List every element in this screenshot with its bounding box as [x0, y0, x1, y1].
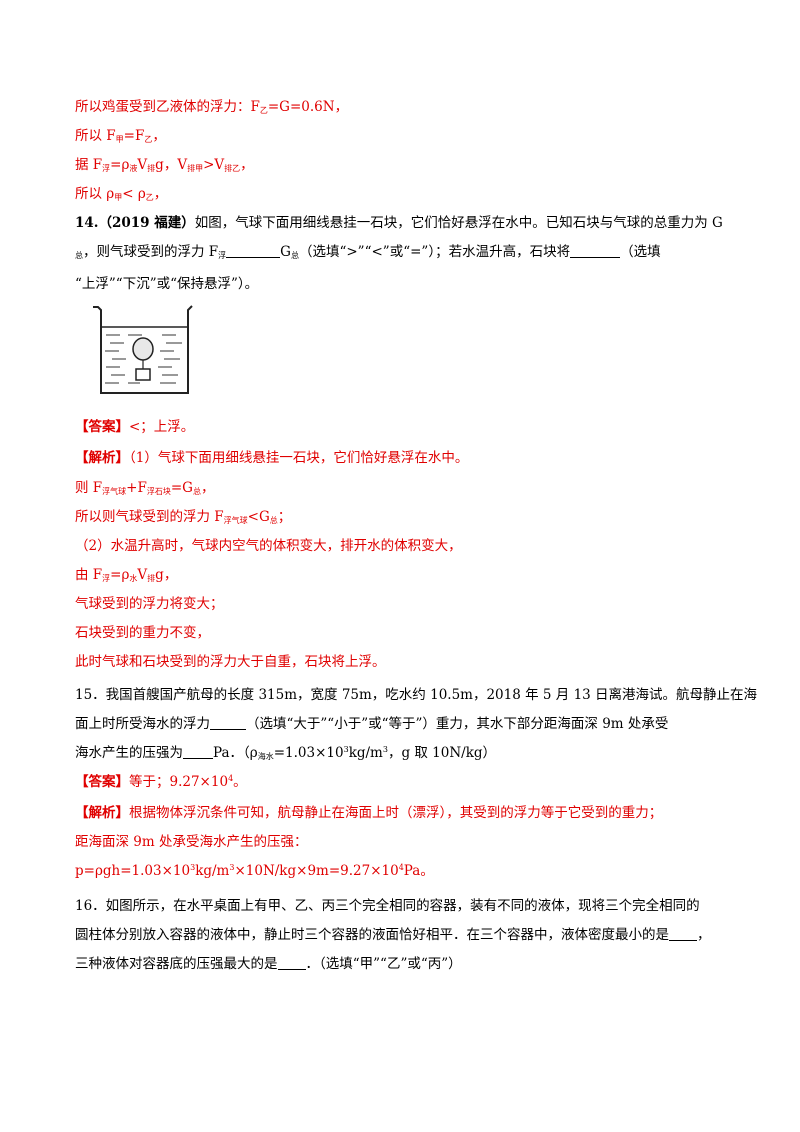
- q14-answer: 【答案】<；上浮。: [75, 419, 195, 435]
- q14-analysis-7: 石块受到的重力不变，: [75, 625, 210, 641]
- q14-analysis-5: 由 F浮=ρ水V排g，: [75, 567, 178, 583]
- q15-analysis-1: 【解析】根据物体浮沉条件可知，航母静止在海面上时（漂浮），其受到的浮力等于它受到…: [75, 805, 663, 821]
- q14-analysis-2: 则 F浮气球+F浮石块=G总，: [75, 480, 215, 496]
- prev-analysis-line-2: 所以 F甲=F乙，: [75, 128, 166, 144]
- prev-analysis-line-1: 所以鸡蛋受到乙液体的浮力：F乙=G=0.6N，: [75, 99, 349, 115]
- q14-analysis-1: 【解析】（1）气球下面用细线悬挂一石块，它们恰好悬浮在水中。: [75, 450, 469, 466]
- q15-blank-1[interactable]: [210, 715, 246, 730]
- q14-blank-2[interactable]: [570, 243, 621, 258]
- q15-analysis-2: 距海面深 9m 处承受海水产生的压强：: [75, 834, 308, 850]
- q14-analysis-3: 所以则气球受到的浮力 F浮气球<G总；: [75, 509, 292, 525]
- q16-stem-line-1: 16．如图所示，在水平桌面上有甲、乙、丙三个完全相同的容器，装有不同的液体，现将…: [75, 898, 700, 914]
- q14-analysis-6: 气球受到的浮力将变大；: [75, 596, 224, 612]
- q15-answer: 【答案】等于；9.27×104。: [75, 774, 247, 790]
- q15-stem-line-1: 15．我国首艘国产航母的长度 315m，宽度 75m，吃水约 10.5m，201…: [75, 687, 758, 703]
- q16-stem-line-2: 圆柱体分别放入容器的液体中，静止时三个容器的液面恰好相平．在三个容器中，液体密度…: [75, 926, 711, 943]
- prev-analysis-line-4: 所以 ρ甲< ρ乙，: [75, 186, 168, 202]
- q16-blank-2[interactable]: [277, 955, 306, 970]
- prev-analysis-line-3: 据 F浮=ρ液V排g，V排甲>V排乙，: [75, 157, 254, 173]
- beaker-balloon-figure: [93, 305, 193, 394]
- q14-stem-line-1: 14.（2019 福建）如图，气球下面用细线悬挂一石块，它们恰好悬浮在水中。已知…: [75, 215, 723, 231]
- q14-stem-line-3: “上浮”“下沉”或“保持悬浮”）。: [75, 276, 259, 292]
- q14-blank-1[interactable]: [226, 243, 281, 258]
- q15-analysis-3: p=ρgh=1.03×103kg/m3×10N/kg×9m=9.27×104Pa…: [75, 863, 434, 879]
- q14-number: 14.（2019 福建）: [75, 215, 195, 231]
- q14-analysis-8: 此时气球和石块受到的浮力大于自重，石块将上浮。: [75, 654, 386, 670]
- q16-stem-line-3: 三种液体对容器底的压强最大的是．（选填“甲”“乙”或“丙”）: [75, 955, 462, 972]
- q14-analysis-4: （2）水温升高时，气球内空气的体积变大，排开水的体积变大，: [75, 538, 462, 554]
- q15-stem-line-2: 面上时所受海水的浮力（选填“大于”“小于”或“等于”）重力，其水下部分距海面深 …: [75, 715, 669, 732]
- q16-blank-1[interactable]: [669, 926, 697, 941]
- q15-blank-2[interactable]: [183, 744, 213, 759]
